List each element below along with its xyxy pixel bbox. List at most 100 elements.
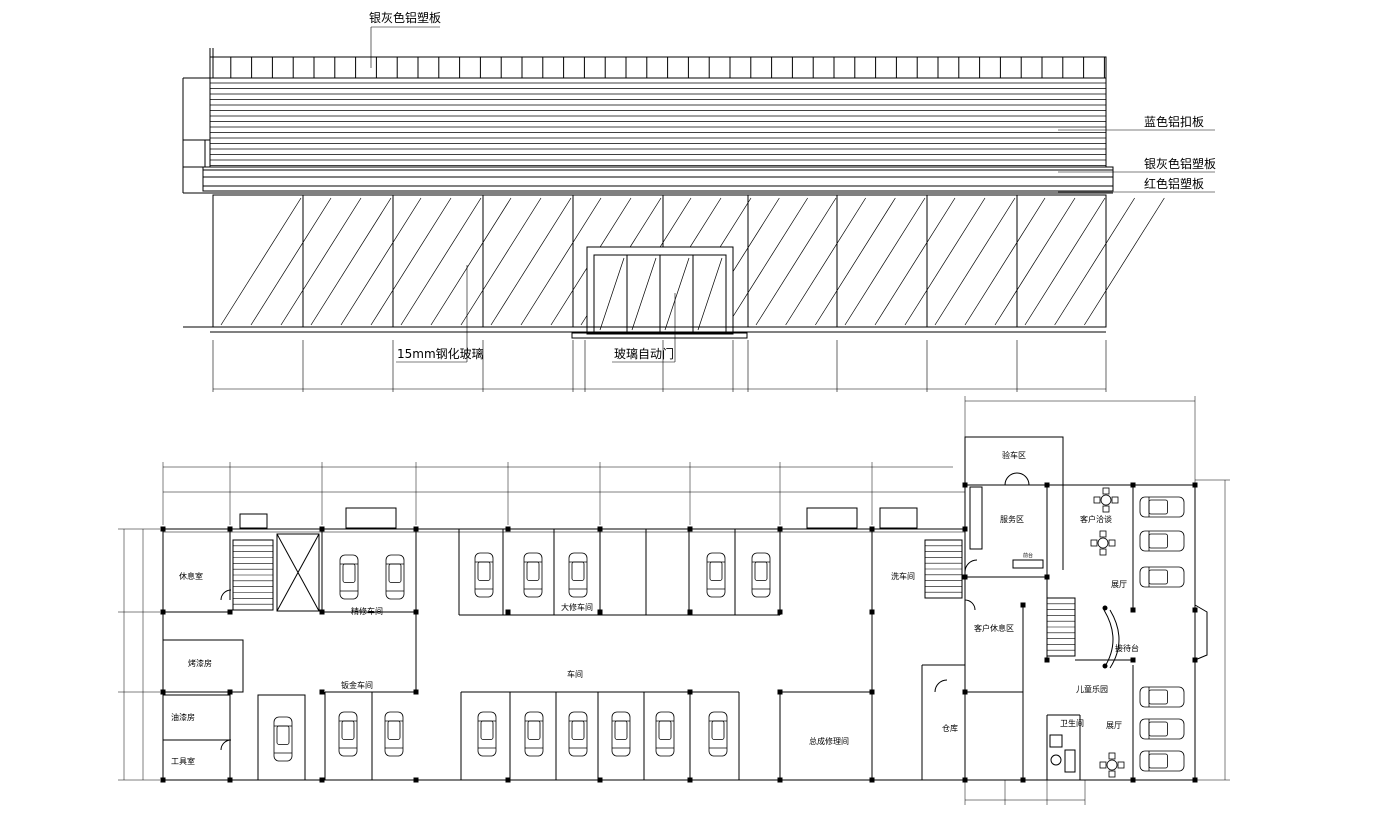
column — [777, 777, 783, 783]
column — [597, 526, 603, 532]
column — [687, 609, 693, 615]
plan-dimensions — [118, 396, 1230, 805]
car-body — [1139, 530, 1185, 552]
room-delivery: 验车区 — [1002, 450, 1026, 460]
car — [385, 554, 405, 600]
car-body — [474, 552, 494, 598]
hatch-line — [1084, 197, 1165, 326]
table — [1106, 759, 1118, 771]
car-cabin — [709, 561, 723, 581]
label-grey-band: 银灰色铝塑板 — [1144, 156, 1216, 171]
car — [338, 711, 358, 757]
parapet-panel — [209, 56, 1107, 79]
chair — [1099, 530, 1107, 538]
service-counter — [1012, 559, 1044, 569]
column — [413, 609, 419, 615]
column — [1192, 657, 1198, 663]
column — [1130, 657, 1136, 663]
hatch-line — [310, 197, 392, 326]
chair — [1108, 752, 1116, 760]
column — [597, 609, 603, 615]
room-final: 总成修理间 — [809, 736, 849, 746]
lift-bay — [257, 694, 306, 781]
car-cabin — [341, 720, 355, 740]
table — [1100, 494, 1112, 506]
glass-mullions — [302, 195, 1018, 327]
hatch-line — [934, 197, 1016, 326]
column — [1044, 657, 1050, 663]
hatch-line — [250, 197, 332, 326]
door-swing — [1016, 472, 1030, 486]
column — [687, 777, 693, 783]
door-swing — [934, 679, 948, 693]
column — [505, 526, 511, 532]
label-door: 玻璃自动门 — [614, 346, 674, 361]
room-lounge: 客户休息区 — [974, 623, 1014, 633]
car-cabin — [387, 720, 401, 740]
room-kids: 儿童乐园 — [1076, 684, 1108, 694]
car-cabin — [388, 563, 402, 583]
car — [568, 552, 588, 598]
column — [962, 574, 968, 580]
column — [1020, 602, 1026, 608]
column — [1192, 482, 1198, 488]
column — [413, 526, 419, 532]
chair — [1099, 761, 1107, 769]
car — [708, 711, 728, 757]
car-cabin — [276, 725, 290, 745]
car — [477, 711, 497, 757]
hatch-line — [697, 257, 723, 331]
table — [1097, 537, 1109, 549]
column — [687, 526, 693, 532]
column — [962, 777, 968, 783]
column — [413, 777, 419, 783]
shaft-cross — [276, 533, 320, 612]
door-swing — [964, 599, 976, 611]
hatch-line — [1024, 197, 1106, 326]
reception-desk — [1109, 609, 1120, 669]
hatch-line — [785, 197, 866, 326]
column — [160, 689, 166, 695]
car-cabin — [527, 720, 541, 740]
car-cabin — [1148, 753, 1168, 769]
chair — [1102, 487, 1110, 495]
desk-top2 — [879, 507, 918, 529]
hatch-line — [400, 197, 482, 326]
car-cabin — [571, 720, 585, 740]
car-body — [611, 711, 631, 757]
column — [227, 526, 233, 532]
car — [1139, 566, 1185, 588]
toilet-fixture — [1050, 754, 1062, 766]
car-cabin — [1148, 689, 1168, 705]
hatch-line — [280, 197, 362, 326]
column — [160, 777, 166, 783]
door-threshold — [571, 332, 748, 339]
front-elevation — [182, 26, 1215, 392]
door-hatch — [599, 257, 723, 331]
blue-panel-lines — [210, 82, 1106, 166]
chair — [1111, 496, 1119, 504]
car — [611, 711, 631, 757]
car-body — [477, 711, 497, 757]
room-reception: 接待台 — [1115, 643, 1139, 653]
room-hall-b: 展厅 — [1106, 721, 1122, 730]
column — [869, 689, 875, 695]
hatch-line — [370, 197, 452, 326]
column — [227, 689, 233, 695]
hatch-line — [874, 197, 956, 326]
column — [687, 689, 693, 695]
column — [505, 777, 511, 783]
car — [1139, 686, 1185, 708]
column — [227, 777, 233, 783]
car-body — [384, 711, 404, 757]
stair-treads — [925, 545, 962, 593]
stair-treads — [1047, 603, 1075, 651]
dimension-ticks — [212, 340, 1107, 392]
floor-plan — [118, 396, 1230, 805]
hatch-line — [631, 257, 657, 331]
car-cabin — [754, 561, 768, 581]
grey-panel-band — [202, 166, 1114, 178]
car — [384, 711, 404, 757]
room-hall-a: 展厅 — [1111, 580, 1127, 589]
car — [1139, 496, 1185, 518]
